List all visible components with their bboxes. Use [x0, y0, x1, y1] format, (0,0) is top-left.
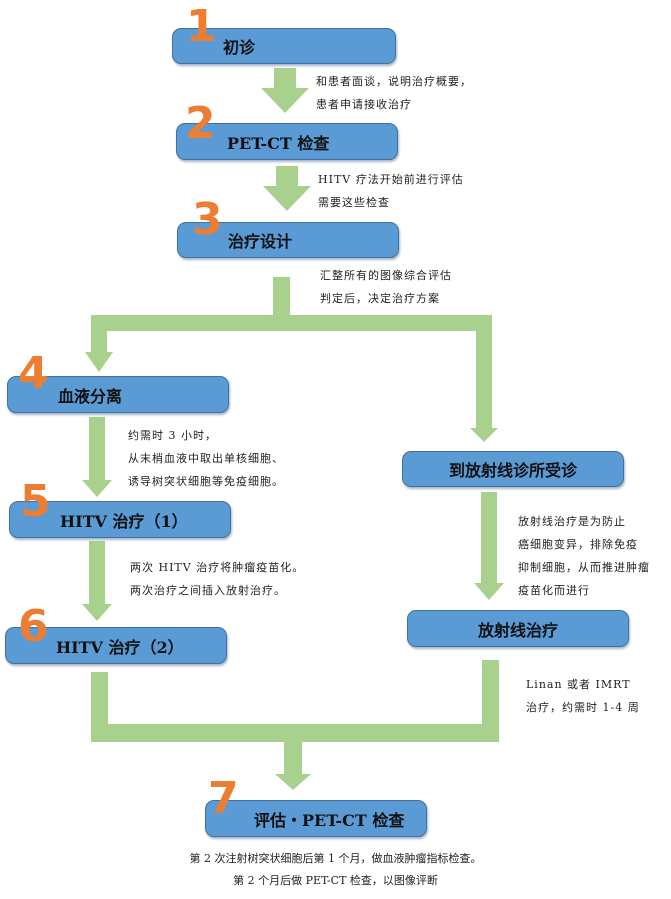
step-label: 到放射线诊所受诊	[448, 461, 577, 480]
step-label: 治疗设计	[228, 232, 293, 251]
arrow-4-5	[82, 417, 112, 497]
arrow-1-2	[261, 68, 309, 113]
note-after-step-2: HITV 疗法开始前进行评估 需要这些检查	[318, 173, 464, 209]
connector-merge-bar	[91, 724, 499, 742]
arrow-2-3	[263, 166, 311, 211]
note-after-step-5: 两次 HITV 治疗将肿瘤疫苗化。 两次治疗之间插入放射治疗。	[130, 561, 305, 597]
step-box-initial-consult: 初诊	[172, 28, 396, 64]
step-number: 3	[192, 194, 223, 245]
step-box-radiotherapy: 放射线治疗	[407, 610, 629, 647]
step-number: 1	[186, 1, 217, 52]
connector-3-down	[273, 277, 290, 317]
step-box-hitv-2: HITV 治疗（2）	[5, 627, 227, 664]
arrow-branch-1-2	[474, 492, 504, 600]
step-label: 评估・PET-CT 检查	[254, 810, 405, 830]
step-box-hitv-1: HITV 治疗（1）	[9, 501, 231, 538]
step-box-evaluation-pet-ct: 评估・PET-CT 检查	[205, 800, 427, 837]
step-number: 7	[208, 773, 239, 824]
step-label: 血液分离	[58, 386, 123, 406]
step-label: HITV 治疗（1）	[60, 511, 188, 531]
note-after-branch-2: Linan 或者 IMRT 治疗，约需时 1-4 周	[526, 678, 640, 714]
step-number: 6	[18, 601, 49, 652]
step-label: PET-CT 检查	[227, 133, 330, 153]
note-after-step-7: 第 2 次注射树突状细胞后第 1 个月，做血液肿瘤指标检查。 第 2 个月后做 …	[189, 852, 482, 887]
step-box-pet-ct: PET-CT 检查	[176, 123, 398, 160]
step-box-blood-separation: 血液分离	[7, 376, 229, 413]
step-label: 放射线治疗	[477, 620, 558, 640]
step-number: 2	[185, 98, 216, 149]
connector-split-bar	[91, 315, 492, 331]
note-after-branch-1: 放射线治疗是为防止 癌细胞变异，排除免疫 抑制细胞，从而推进肿瘤 疫苗化而进行	[518, 515, 650, 597]
note-after-step-4: 约需时 3 小时， 从末梢血液中取出单核细胞、 诱导树突状细胞等免疫细胞。	[128, 429, 284, 488]
arrow-to-4	[85, 315, 113, 372]
note-after-step-3: 汇整所有的图像综合评估 判定后，决定治疗方案	[320, 269, 452, 305]
arrow-5-6	[82, 541, 112, 621]
step-label: HITV 治疗（2）	[56, 637, 184, 657]
step-label: 初诊	[223, 38, 256, 57]
arrow-to-branch-1	[470, 315, 498, 442]
step-box-treatment-design: 治疗设计	[177, 222, 399, 258]
note-after-step-1: 和患者面谈，说明治疗概要， 患者申请接收治疗	[316, 75, 472, 111]
step-number: 4	[18, 348, 49, 399]
connector-right-down	[482, 660, 499, 742]
step-box-radiology-clinic-visit: 到放射线诊所受诊	[402, 451, 624, 487]
step-number: 5	[20, 476, 51, 527]
arrow-to-7	[275, 742, 311, 790]
